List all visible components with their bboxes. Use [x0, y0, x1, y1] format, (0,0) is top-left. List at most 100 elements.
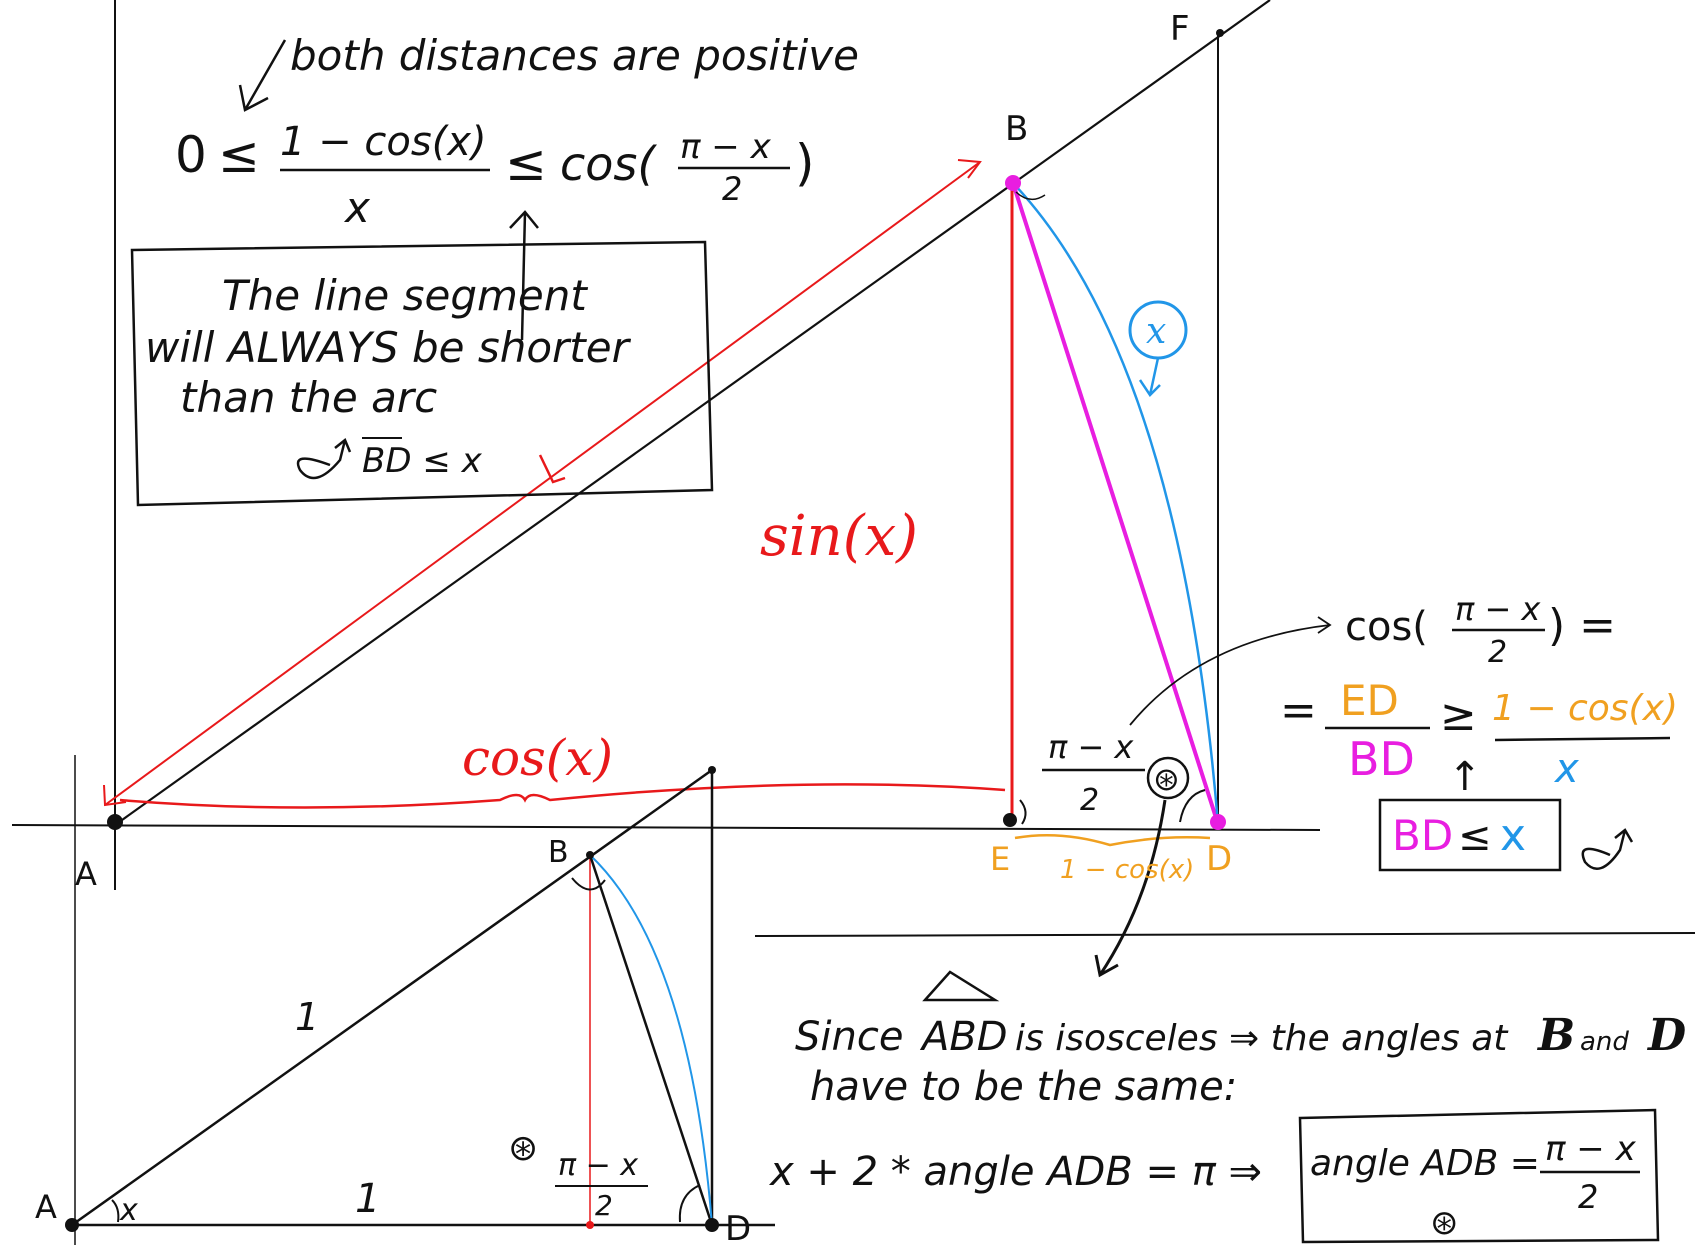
calc-frac-den: 2 — [1488, 635, 1507, 670]
ED-brace — [1014, 834, 1211, 847]
expl-tri: ABD — [919, 1014, 1008, 1060]
small-point-A — [65, 1218, 79, 1232]
horizontal-axis — [11, 824, 1321, 831]
label-E: E — [990, 840, 1010, 878]
small-label-one-diag: 1 — [295, 995, 319, 1039]
label-angle-num: π − x — [1048, 728, 1134, 766]
top-note: both distances are positive — [290, 31, 859, 80]
calc-box-BD: BD — [1392, 811, 1453, 860]
calc-close: ) = — [1548, 600, 1616, 651]
star-circle — [1146, 756, 1190, 800]
result-den: 2 — [1578, 1178, 1598, 1216]
small-chord — [588, 854, 714, 1226]
small-label-B: B — [548, 835, 569, 870]
hyp-length-arrow — [104, 161, 981, 806]
result-star: ⊛ — [1430, 1203, 1459, 1243]
result-label: angle ADB = — [1310, 1143, 1540, 1184]
point-F — [1216, 29, 1224, 37]
top-note-arrow — [238, 39, 287, 112]
small-label-star: ⊛ — [508, 1128, 538, 1169]
small-label-x: x — [119, 1193, 138, 1228]
calc-cos: cos( — [1345, 604, 1428, 650]
label-sin: sin(x) — [760, 504, 918, 569]
small-angle-A — [111, 1199, 120, 1223]
section-divider — [754, 932, 1696, 937]
expl-D: D — [1646, 1010, 1686, 1061]
star-to-explanation-arrow — [1098, 799, 1167, 976]
hyp-label-one — [538, 454, 566, 484]
calc-ge: ≥ — [1440, 690, 1477, 741]
label-arc-x: x — [1146, 311, 1166, 352]
point-B — [1005, 175, 1021, 191]
angle-arc-D — [1179, 789, 1206, 823]
label-ED-length: 1 − cos(x) — [1060, 855, 1194, 885]
result-num: π − x — [1545, 1129, 1637, 1169]
ineq-frac-num: π − x — [680, 127, 772, 167]
small-angle-D — [678, 1184, 701, 1223]
small-frac-den: 2 — [595, 1189, 613, 1222]
small-hyp — [71, 768, 713, 1227]
label-cos: cos(x) — [462, 729, 613, 787]
calc-uparrow: ↑ — [1448, 754, 1482, 800]
angle-arc-B — [1015, 191, 1046, 201]
arc-x-pointer — [1138, 357, 1161, 397]
note-line4: BD ≤ x — [362, 441, 483, 481]
ineq-zero: 0 — [175, 126, 207, 184]
arrowhead-hyp-bottom — [103, 784, 127, 807]
calc-r-bar — [1494, 736, 1671, 742]
ineq-frac-den: 2 — [722, 170, 742, 208]
note-line3: than the arc — [180, 373, 437, 422]
calc-box-le: ≤ — [1458, 814, 1492, 860]
point-E — [1003, 813, 1017, 827]
calc-frac-num: π − x — [1455, 590, 1541, 628]
calc-ED: ED — [1340, 676, 1399, 725]
ineq-den: x — [343, 183, 371, 232]
expl-since: Since — [795, 1014, 903, 1060]
expl-isosceles: is isosceles ⇒ the angles at — [1015, 1018, 1509, 1059]
label-B: B — [1005, 109, 1028, 149]
point-D — [1210, 814, 1226, 830]
arrowhead-calc — [1317, 616, 1332, 634]
small-point-D — [705, 1218, 719, 1232]
note-line2: will ALWAYS be shorter — [145, 323, 632, 372]
note-line1: The line segment — [222, 271, 588, 320]
box-to-ineq-arrow — [509, 210, 539, 341]
chord-BD — [1011, 182, 1220, 825]
expl-and: and — [1580, 1027, 1629, 1057]
expl-line3: x + 2 * angle ADB = π ⇒ — [768, 1149, 1262, 1195]
label-star: ⊛ — [1153, 760, 1180, 798]
calc-box-x: x — [1500, 810, 1526, 861]
ineq-le2: ≤ — [505, 134, 547, 192]
note-box — [130, 240, 714, 507]
result-box — [1298, 1108, 1660, 1244]
label-A: A — [75, 855, 97, 893]
ineq-num: 1 − cos(x) — [280, 119, 487, 165]
small-label-D: D — [725, 1209, 751, 1245]
calc-rden: x — [1553, 746, 1579, 792]
point-A — [107, 814, 123, 830]
arrowhead-explanation — [1094, 954, 1119, 978]
small-label-one-base: 1 — [355, 1176, 380, 1222]
small-point-B — [586, 851, 594, 859]
expl-B: B — [1536, 1010, 1575, 1061]
calc-BD: BD — [1348, 732, 1415, 786]
calc-therefore-icon — [1581, 828, 1634, 870]
ineq-cos: cos( — [560, 137, 657, 191]
note-therefore-icon — [296, 437, 352, 480]
expl-line2: have to be the same: — [810, 1064, 1237, 1110]
small-angle-B — [571, 877, 606, 891]
calc-eq: = — [1280, 685, 1317, 736]
label-angle-den: 2 — [1080, 783, 1099, 818]
ineq-le1: ≤ — [218, 126, 260, 184]
small-point-top — [708, 766, 716, 774]
angle-to-calc-arrow — [1129, 624, 1331, 726]
small-frac-num: π − x — [558, 1148, 638, 1183]
calc-box — [1378, 798, 1562, 872]
small-arc — [589, 854, 713, 1226]
cos-brace — [119, 783, 1006, 809]
small-label-A: A — [35, 1188, 57, 1226]
arc-BD — [1012, 182, 1220, 825]
calc-rnum: 1 − cos(x) — [1492, 688, 1678, 729]
expl-triangle-icon — [922, 970, 1000, 1002]
